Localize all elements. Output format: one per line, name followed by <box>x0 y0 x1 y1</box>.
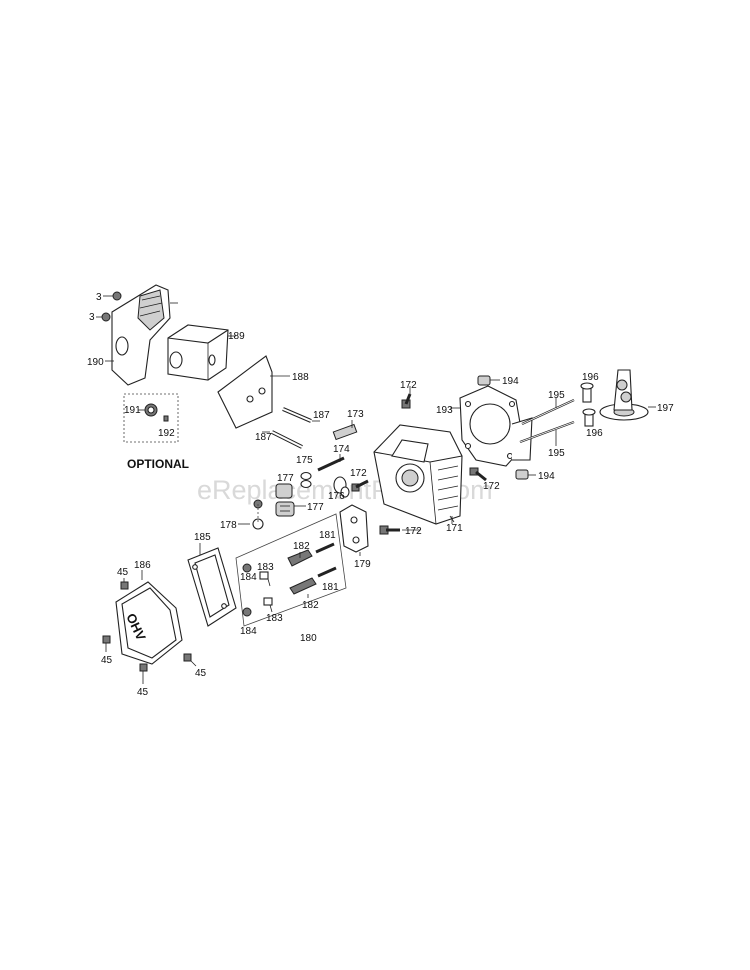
head-gasket-193 <box>450 385 533 467</box>
pushrod-195-upper <box>521 399 575 425</box>
tappet-196-bottom <box>582 408 596 427</box>
callout-187-lower: 187 <box>255 432 272 443</box>
muffler-guard-190 <box>111 284 171 386</box>
callout-186: 186 <box>134 560 151 571</box>
callout-192: 192 <box>158 428 175 439</box>
callout-189: 189 <box>228 331 245 342</box>
callout-45-b: 45 <box>101 655 113 666</box>
bolt-45-c <box>139 663 148 684</box>
callout-194-bottom: 194 <box>538 471 555 482</box>
callout-183-lower: 183 <box>266 613 283 624</box>
callout-176: 176 <box>328 491 345 502</box>
callout-175: 175 <box>296 455 313 466</box>
bolt-45-d <box>183 653 197 667</box>
callout-45-a: 45 <box>117 567 129 578</box>
callout-45-c: 45 <box>137 687 149 698</box>
callout-190: 190 <box>87 357 104 368</box>
callout-182-upper: 182 <box>293 541 310 552</box>
stud-187-lower <box>271 430 303 449</box>
valve-spring-177-upper <box>275 483 293 499</box>
callout-172-top: 172 <box>400 380 417 391</box>
rocker-stud-174 <box>317 454 345 472</box>
callout-177-lower: 177 <box>307 502 324 513</box>
spark-plug-173 <box>332 420 358 441</box>
callout-3-bottom: 3 <box>89 312 95 323</box>
callout-180: 180 <box>300 633 317 644</box>
callout-172-mid: 172 <box>350 468 367 479</box>
dowel-194-bottom <box>515 469 536 480</box>
optional-spark-arrester-box <box>123 393 179 443</box>
retainer-178 <box>238 499 264 530</box>
callout-173: 173 <box>347 409 364 420</box>
callout-172-lower: 172 <box>405 526 422 537</box>
tappet-196-top <box>580 382 594 403</box>
guide-plate-179 <box>339 504 369 556</box>
callout-183-upper: 183 <box>257 562 274 573</box>
callout-196-bottom: 196 <box>586 428 603 439</box>
callout-193: 193 <box>436 405 453 416</box>
bolt-172-right <box>469 467 487 482</box>
callout-179: 179 <box>354 559 371 570</box>
callout-184-lower: 184 <box>240 626 257 637</box>
callout-195-upper: 195 <box>548 390 565 401</box>
callout-197: 197 <box>657 403 674 414</box>
valve-spring-177-lower <box>275 501 306 517</box>
callout-3-top: 3 <box>96 292 102 303</box>
bolt-45-a <box>120 578 129 590</box>
rocker-arm-kit-180 <box>235 513 347 627</box>
callout-191: 191 <box>124 405 141 416</box>
camshaft-197 <box>599 369 656 421</box>
bolt-172-mid <box>351 479 369 492</box>
callout-195-lower: 195 <box>548 448 565 459</box>
bolt-172-top <box>401 393 412 409</box>
callout-181-lower: 181 <box>322 582 339 593</box>
screw-3-top <box>103 291 122 301</box>
callout-187-upper: 187 <box>313 410 330 421</box>
muffler-189 <box>167 324 236 381</box>
callout-194-top: 194 <box>502 376 519 387</box>
guide-plate-176 <box>333 476 350 498</box>
callout-182-lower: 182 <box>302 600 319 611</box>
callout-178: 178 <box>220 520 237 531</box>
stud-187-upper <box>282 407 312 423</box>
callout-171: 171 <box>446 523 463 534</box>
optional-label: OPTIONAL <box>127 457 189 471</box>
dowel-194-top <box>477 375 500 386</box>
callout-45-d: 45 <box>195 668 207 679</box>
bolt-172-lower <box>379 525 400 535</box>
callout-196-top: 196 <box>582 372 599 383</box>
callout-177-upper: 177 <box>277 473 294 484</box>
heat-shield-188 <box>217 355 290 429</box>
cylinder-head-171 <box>373 424 463 525</box>
callout-181-upper: 181 <box>319 530 336 541</box>
bolt-45-b <box>102 635 111 652</box>
callout-188: 188 <box>292 372 309 383</box>
cover-gasket-185 <box>187 543 237 627</box>
callout-174: 174 <box>333 444 350 455</box>
valve-cover-186: OHV <box>115 570 183 665</box>
callout-185: 185 <box>194 532 211 543</box>
pushrod-195-lower <box>519 420 575 444</box>
callout-172-right: 172 <box>483 481 500 492</box>
screw-3-bottom <box>96 312 111 322</box>
washer-175 <box>300 471 312 489</box>
callout-184-upper: 184 <box>240 572 257 583</box>
